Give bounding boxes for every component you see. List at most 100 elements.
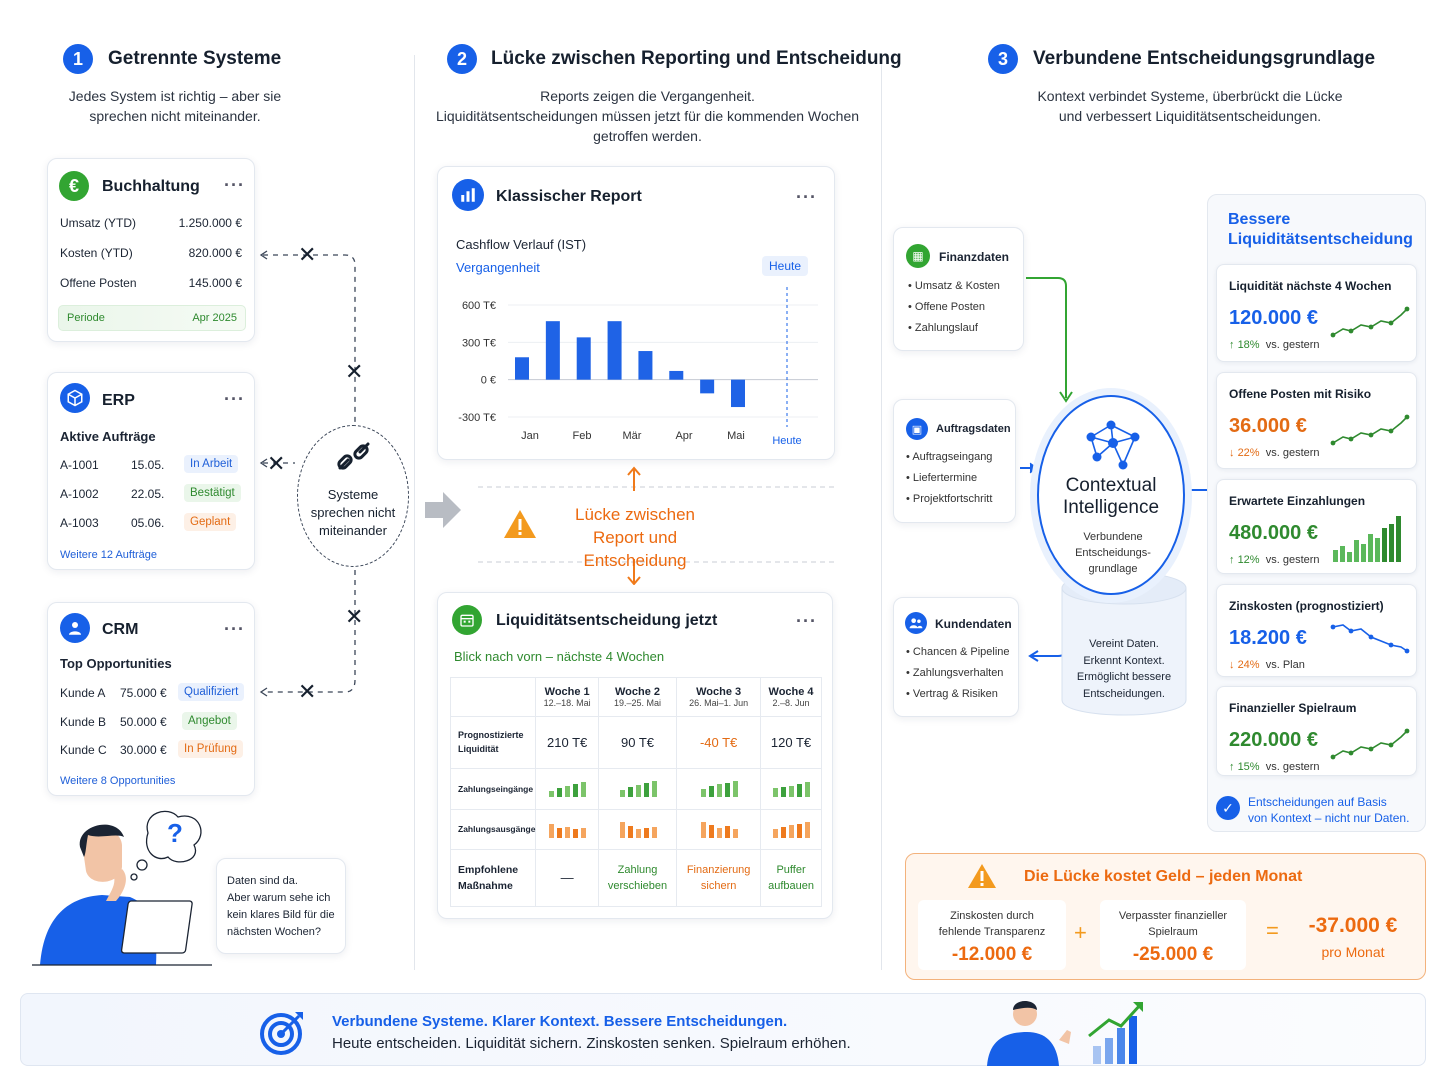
mini-bar xyxy=(627,787,633,798)
calendar-icon xyxy=(452,605,482,635)
kpi-card[interactable]: Erwartete Einzahlungen 480.000 € ↑ 12% v… xyxy=(1216,479,1417,574)
speech-text: Aber warum sehe ich xyxy=(227,892,331,904)
spark-point xyxy=(1330,440,1336,446)
disconnected-lines xyxy=(259,250,356,697)
mini-bar xyxy=(581,827,587,838)
card-erp[interactable]: ERP ··· Aktive Aufträge A-1001 15.05. In… xyxy=(47,372,255,570)
customer-value: 50.000 € xyxy=(120,715,167,729)
chart-bar xyxy=(576,337,591,380)
chart-bar xyxy=(669,370,684,380)
speech-text: nächsten Wochen? xyxy=(227,926,321,938)
mini-bar xyxy=(700,821,706,838)
card-title: Klassischer Report xyxy=(496,188,642,205)
spark-point xyxy=(1368,634,1374,640)
sparkbar xyxy=(1396,516,1401,562)
period-label: Periode xyxy=(67,312,105,324)
bubble-text: miteinander xyxy=(319,523,387,538)
forecast-value: 210 T€ xyxy=(535,715,599,770)
sparkbar xyxy=(1340,546,1345,562)
spark-point xyxy=(1388,428,1394,434)
kpi-change: ↑ 18% vs. gestern xyxy=(1229,339,1320,351)
card-title: Liquiditätsentscheidung jetzt xyxy=(496,612,718,629)
step-number: 3 xyxy=(988,44,1018,74)
spark-point xyxy=(1330,624,1336,630)
more-menu-icon[interactable]: ··· xyxy=(224,619,245,639)
more-orders-link[interactable]: Weitere 12 Aufträge xyxy=(60,549,158,561)
kpi-card[interactable]: Liquidität nächste 4 Wochen 120.000 € ↑ … xyxy=(1216,264,1417,362)
more-menu-icon[interactable]: ··· xyxy=(224,175,245,195)
mini-bar xyxy=(651,826,657,838)
more-menu-icon[interactable]: ··· xyxy=(796,187,817,207)
kpi-sparkline xyxy=(1330,728,1410,760)
more-menu-icon[interactable]: ··· xyxy=(796,611,817,631)
section-title: Lücke zwischen Reporting und Entscheidun… xyxy=(491,48,902,69)
status-badge: Bestätigt xyxy=(184,484,241,502)
mini-bar xyxy=(635,828,641,838)
kpi-value: 18.200 € xyxy=(1229,627,1307,649)
sparkbar xyxy=(1368,534,1373,562)
spark-point xyxy=(1404,414,1410,420)
period-value: Apr 2025 xyxy=(192,312,237,324)
more-menu-icon[interactable]: ··· xyxy=(224,389,245,409)
y-tick-label: 0 € xyxy=(481,375,496,387)
spark-point xyxy=(1368,746,1374,752)
mini-bar xyxy=(643,827,649,838)
customer-value: 75.000 € xyxy=(120,686,167,700)
card-crm[interactable]: CRM ··· Top Opportunities Kunde A 75.000… xyxy=(47,602,255,796)
mini-bar xyxy=(581,782,587,798)
spark-point xyxy=(1368,324,1374,330)
kpi-value: 480.000 € xyxy=(1229,522,1318,544)
status-badge: Angebot xyxy=(182,712,237,730)
ci-title: Contextual xyxy=(1065,475,1157,496)
kpi-change: ↓ 24% vs. Plan xyxy=(1229,659,1305,671)
network-icon xyxy=(1086,420,1140,470)
spark-point xyxy=(1388,742,1394,748)
sparkbar xyxy=(1354,540,1359,562)
euro-icon: € xyxy=(59,171,89,201)
card-liquidity-decision[interactable]: Liquiditätsentscheidung jetzt ··· Blick … xyxy=(437,592,833,919)
mini-bar xyxy=(565,826,571,838)
source-finanzdaten[interactable]: ▦ Finanzdaten • Umsatz & Kosten• Offene … xyxy=(893,227,1024,351)
spark-point xyxy=(1404,728,1410,734)
mini-bar xyxy=(619,821,625,838)
disconnect-x-icon: ✕ xyxy=(345,604,364,629)
more-opportunities-link[interactable]: Weitere 8 Opportunities xyxy=(60,775,176,787)
kpi-sparkline xyxy=(1330,624,1410,654)
card-classic-report[interactable]: Klassischer Report ··· Cashflow Verlauf … xyxy=(437,166,835,460)
mini-bar xyxy=(789,786,795,798)
spark-point xyxy=(1330,754,1336,760)
check-icon: ✓ xyxy=(1216,796,1240,820)
spark-point xyxy=(1348,628,1354,634)
kpi-label: Offene Posten mit Risiko xyxy=(1229,387,1372,401)
x-tick-label: Mär xyxy=(623,430,642,442)
card-buchhaltung[interactable]: € Buchhaltung ··· Umsatz (YTD) 1.250.000… xyxy=(47,158,255,342)
spark-point xyxy=(1388,642,1394,648)
kpi-card[interactable]: Finanzieller Spielraum 220.000 € ↑ 15% v… xyxy=(1216,686,1417,776)
broken-link-icon xyxy=(337,442,370,470)
kpi-change: ↑ 12% vs. gestern xyxy=(1229,554,1320,566)
order-date: 05.06. xyxy=(131,516,165,530)
chart-bar xyxy=(700,379,715,394)
mini-bar xyxy=(724,825,730,838)
spark-point xyxy=(1348,436,1354,442)
sparkbar xyxy=(1361,544,1366,562)
period-bar: Periode Apr 2025 xyxy=(58,305,246,331)
row-value: 145.000 € xyxy=(188,276,242,290)
mini-bar xyxy=(651,781,657,798)
kpi-card[interactable]: Zinskosten (prognostiziert) 18.200 € ↓ 2… xyxy=(1216,584,1417,677)
chart-bar xyxy=(731,379,745,408)
mini-bar xyxy=(549,823,555,838)
kpi-card[interactable]: Offene Posten mit Risiko 36.000 € ↓ 22% … xyxy=(1216,372,1417,469)
mini-bar xyxy=(635,785,641,798)
mini-bar-chart xyxy=(549,823,587,838)
status-badge: Qualifiziert xyxy=(178,683,245,701)
source-auftragsdaten[interactable]: ▣ Auftragsdaten • Auftragseingang• Liefe… xyxy=(893,399,1016,523)
mini-bar-chart xyxy=(773,782,811,798)
kpi-label: Liquidität nächste 4 Wochen xyxy=(1229,279,1392,293)
source-title: Kundendaten xyxy=(935,617,1012,631)
mini-bar xyxy=(789,824,795,838)
order-id: A-1003 xyxy=(60,516,99,530)
source-kundendaten[interactable]: Kundendaten • Chancen & Pipeline• Zahlun… xyxy=(893,597,1019,717)
